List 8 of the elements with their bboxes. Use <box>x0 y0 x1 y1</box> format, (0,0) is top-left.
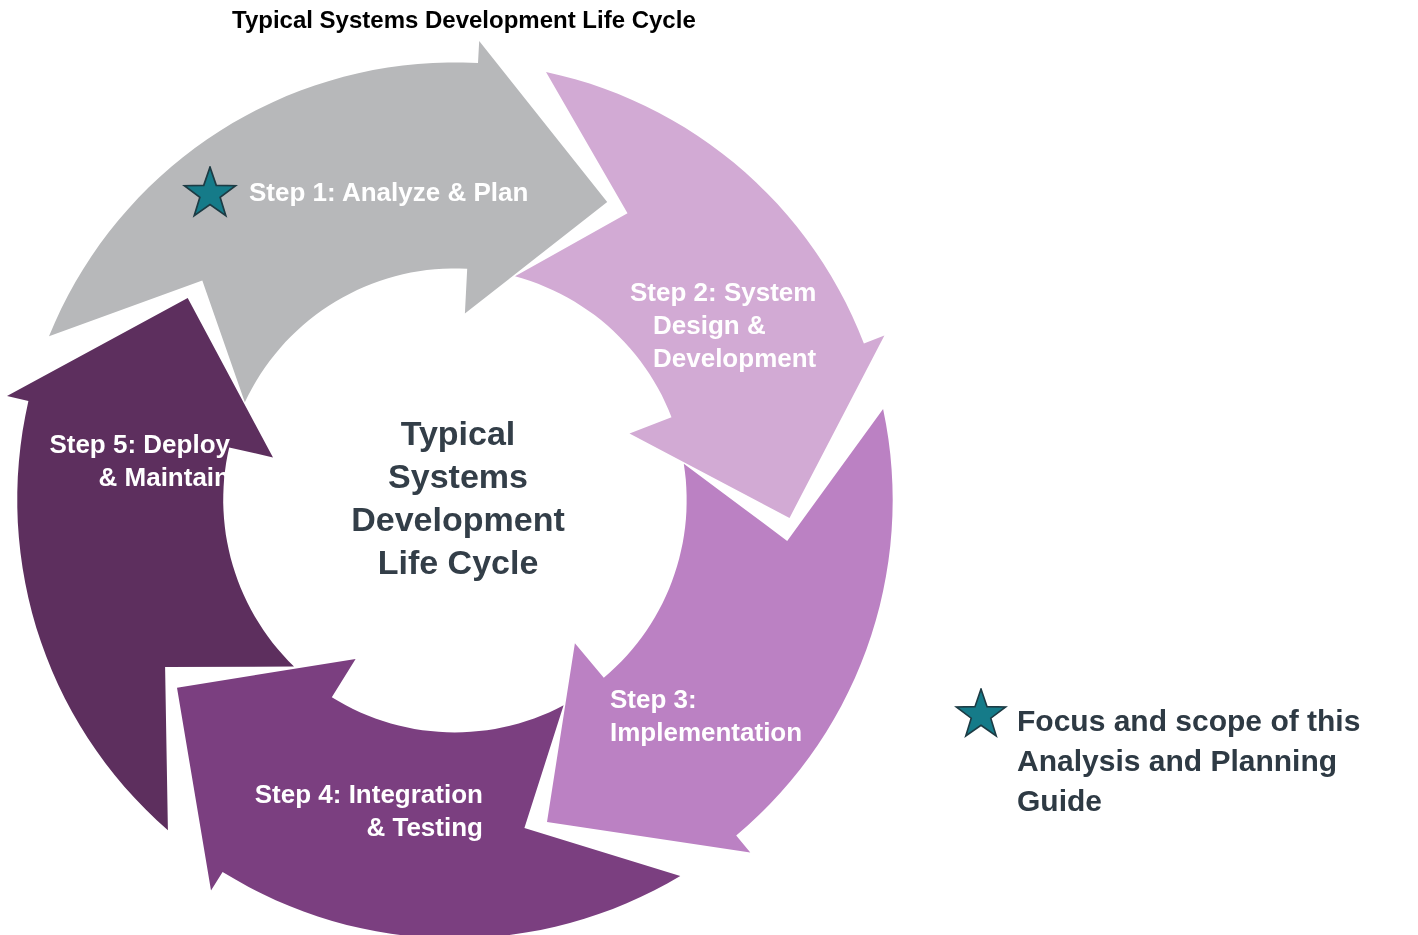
diagram-title: Typical Systems Development Life Cycle <box>232 6 696 34</box>
step-label: Step 1: Analyze & Plan <box>249 176 530 209</box>
step-label: Step 4: Integration & Testing <box>253 778 483 844</box>
step-label: Step 3: Implementation <box>610 683 804 749</box>
legend-text: Focus and scope of this Analysis and Planning Guide <box>1017 703 1362 819</box>
step-label: Step 2: System Design & Development <box>630 276 818 375</box>
center-title: Typical Systems Development Life Cycle <box>350 413 566 583</box>
cycle-stage <box>48 40 608 402</box>
